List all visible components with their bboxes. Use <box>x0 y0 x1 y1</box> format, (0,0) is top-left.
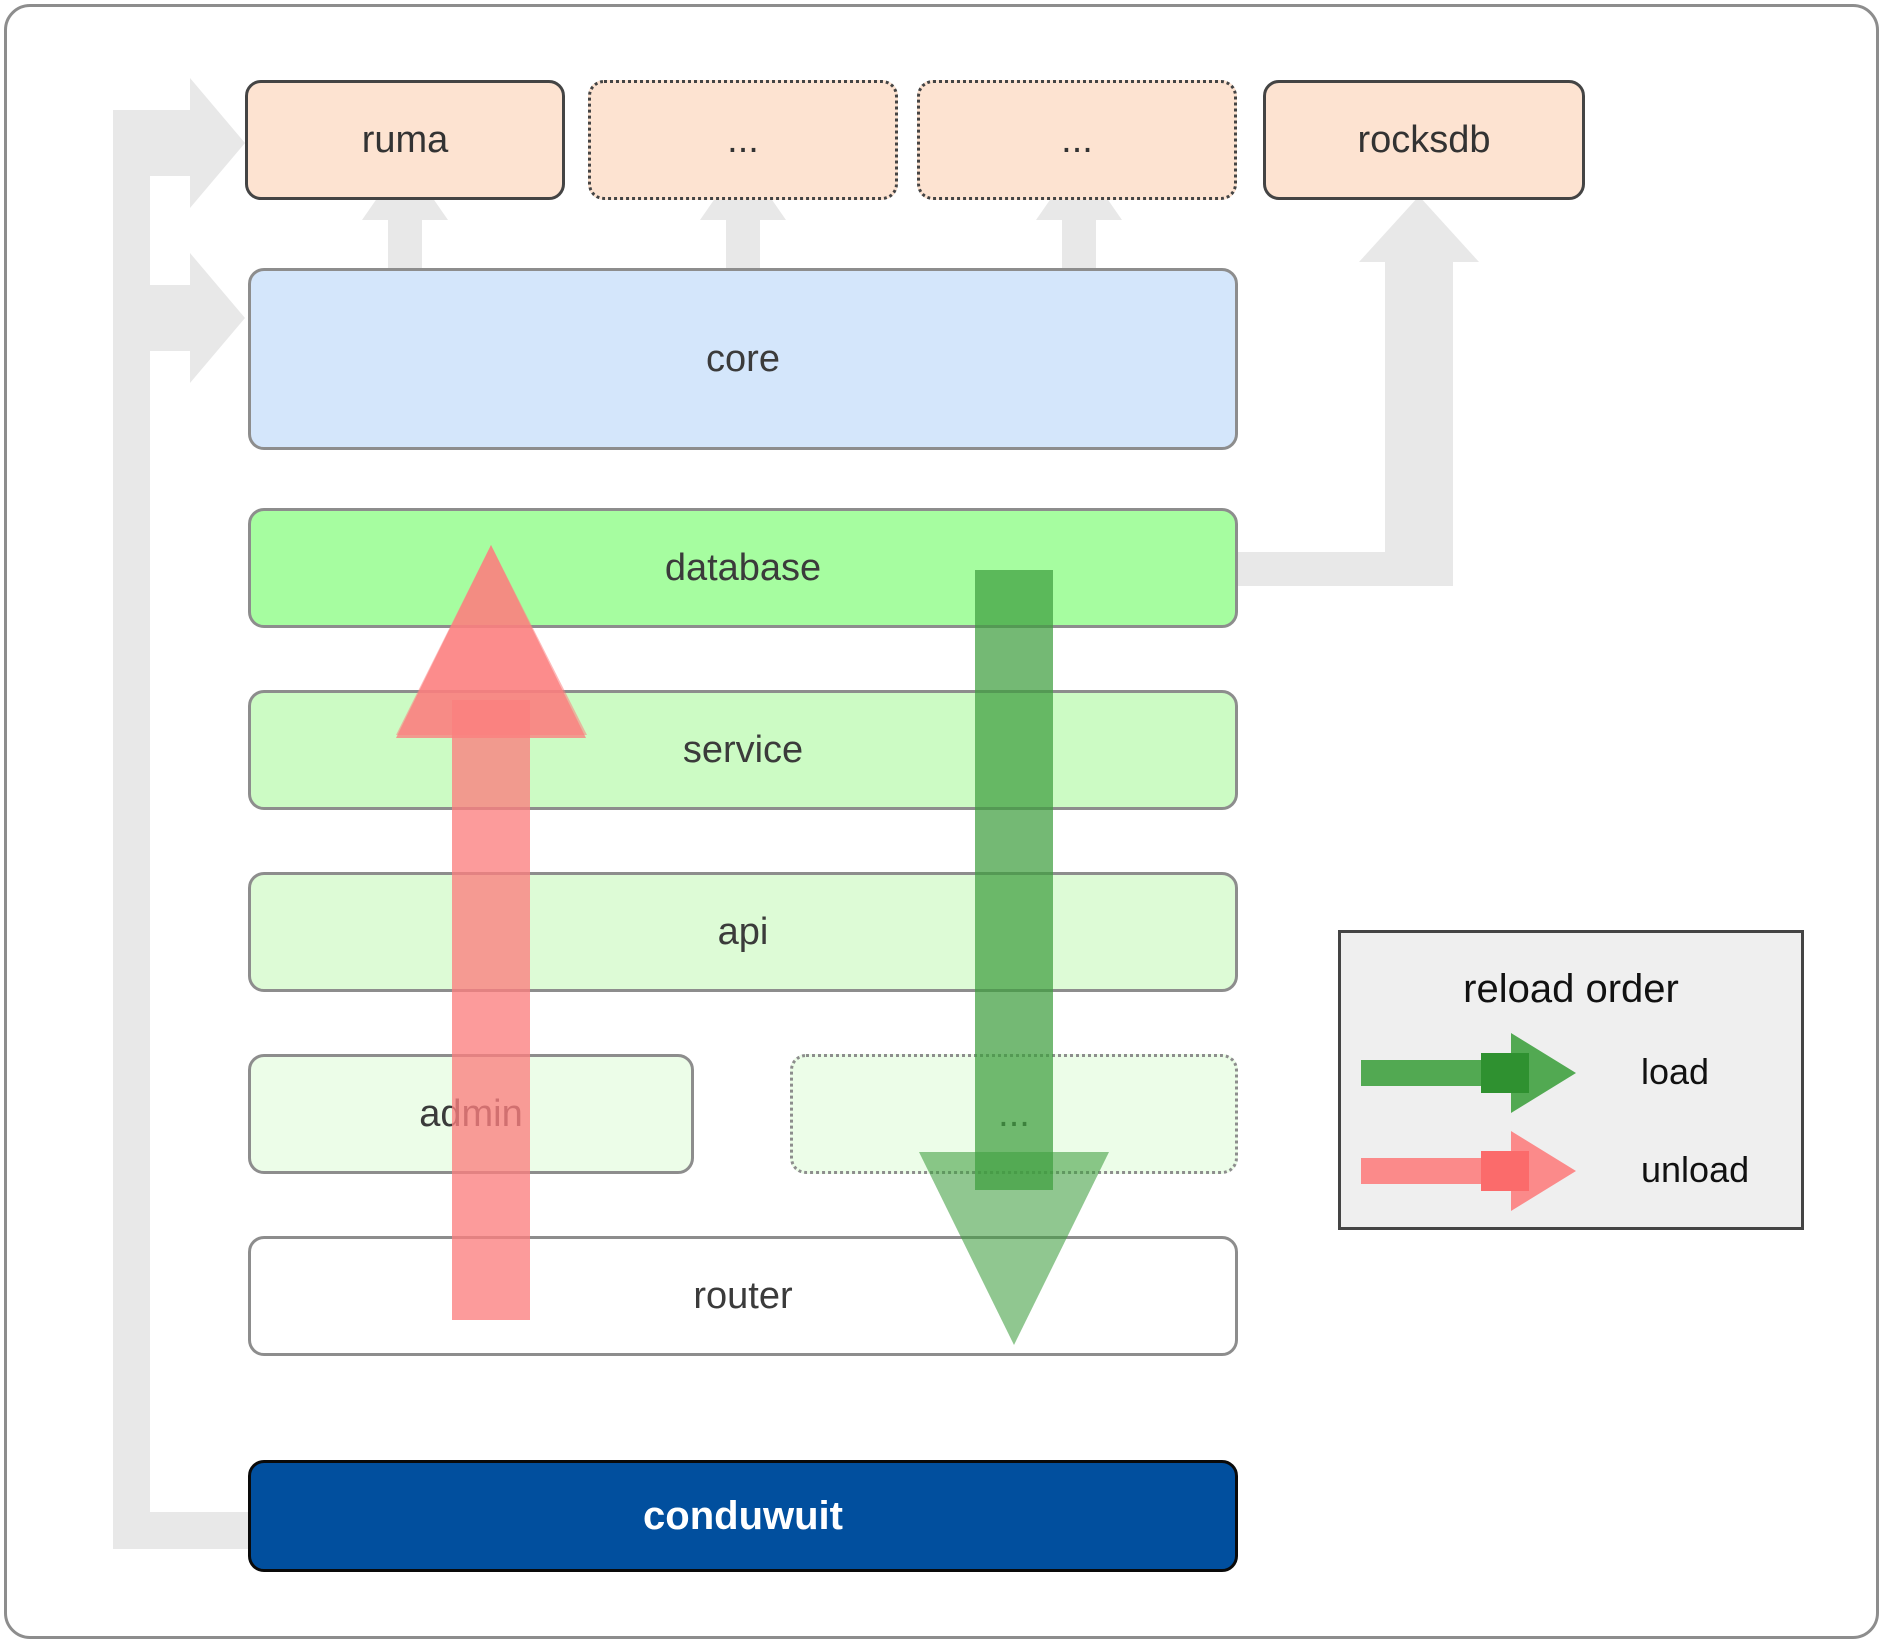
layer-label-router: router <box>693 1274 793 1317</box>
dependency-box-ellipsis-2[interactable]: ... <box>917 80 1237 200</box>
dependency-label-ellipsis-2: ... <box>1061 118 1093 161</box>
dependency-label-rocksdb: rocksdb <box>1357 118 1491 161</box>
legend-load-arrow-icon <box>1361 1033 1576 1113</box>
dependency-box-rocksdb[interactable]: rocksdb <box>1263 80 1585 200</box>
layer-label-ellipsis: ... <box>998 1092 1030 1135</box>
layer-box-admin[interactable]: admin <box>248 1054 694 1174</box>
layer-label-database: database <box>664 546 822 589</box>
layer-label-api: api <box>717 910 769 953</box>
dependency-label-ruma: ruma <box>361 118 449 161</box>
layer-box-database[interactable]: database <box>248 508 1238 628</box>
layer-box-core[interactable]: core <box>248 268 1238 450</box>
dependency-label-ellipsis-1: ... <box>727 118 759 161</box>
layer-box-service[interactable]: service <box>248 690 1238 810</box>
dependency-box-ruma[interactable]: ruma <box>245 80 565 200</box>
legend-title: reload order <box>1463 967 1679 1011</box>
layer-label-service: service <box>682 728 804 771</box>
root-label-conduwuit: conduwuit <box>643 1493 843 1538</box>
layer-box-ellipsis[interactable]: ... <box>790 1054 1238 1174</box>
legend-panel: reload order load unload <box>1338 930 1804 1230</box>
layer-box-router[interactable]: router <box>248 1236 1238 1356</box>
dependency-box-ellipsis-1[interactable]: ... <box>588 80 898 200</box>
diagram-frame <box>4 4 1879 1639</box>
root-box-conduwuit[interactable]: conduwuit <box>248 1460 1238 1572</box>
layer-label-core: core <box>706 337 780 380</box>
legend-unload-arrow-icon <box>1361 1131 1576 1211</box>
layer-box-api[interactable]: api <box>248 872 1238 992</box>
legend-label-load: load <box>1641 1051 1710 1092</box>
layer-label-admin: admin <box>419 1092 523 1135</box>
legend-label-unload: unload <box>1641 1149 1750 1190</box>
